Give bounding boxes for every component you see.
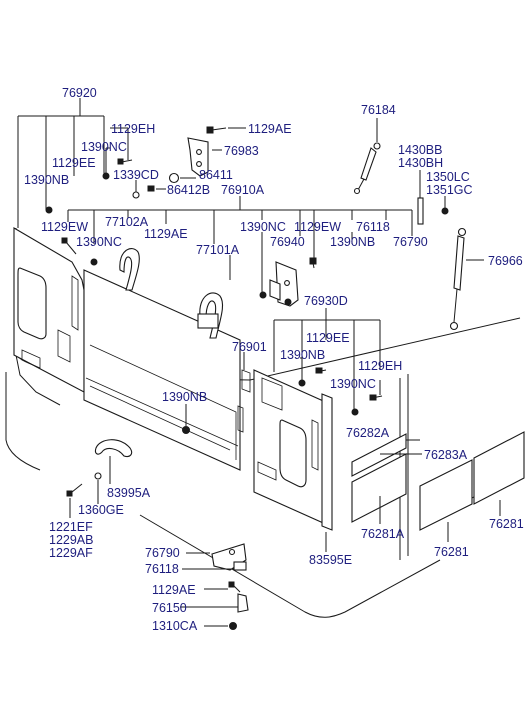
label-76118: 76118 [145,562,179,576]
label-1129AE: 1129AE [248,122,292,136]
label-1129EH: 1129EH [111,122,155,136]
label-83995A: 83995A [107,486,151,500]
label-1339CD: 1339CD [113,168,159,182]
label-1129EW: 1129EW [294,220,341,234]
label-1129AE: 1129AE [152,583,196,597]
label-1129EE: 1129EE [306,331,350,345]
label-1129EW: 1129EW [41,220,88,234]
gas-strut-76966 [449,227,467,331]
label-76790: 76790 [145,546,180,560]
label-86412B: 86412B [167,183,210,197]
label-76281: 76281 [434,545,469,559]
label-1430BB: 1430BB [398,143,442,157]
label-76930D: 76930D [304,294,348,308]
bracket-76983 [187,137,209,177]
label-77101A: 77101A [196,243,240,257]
striker-1430BB [417,197,424,225]
label-1390NC: 1390NC [81,140,127,154]
label-76118: 76118 [356,220,390,234]
label-76901: 76901 [232,340,267,354]
label-1390NB: 1390NB [280,348,325,362]
label-1390NC: 1390NC [76,235,122,249]
label-76282A: 76282A [346,426,390,440]
label-76281: 76281 [489,517,524,531]
label-76184: 76184 [361,103,396,117]
pads-76281 [419,431,525,531]
center-door-panel [83,269,244,471]
label-1390NC: 1390NC [240,220,286,234]
gas-strut-76184 [353,142,381,195]
label-1360GE: 1360GE [78,503,124,517]
label-77102A: 77102A [105,215,149,229]
label-76940: 76940 [270,235,305,249]
label-1129EE: 1129EE [52,156,96,170]
label-1430BH: 1430BH [398,156,443,170]
label-76150: 76150 [152,601,187,615]
part-labels: 76920 1129EH 1129AE 76184 1390NC 76983 1… [24,86,524,633]
label-1390NB: 1390NB [162,390,207,404]
leader-lines [17,98,501,627]
label-1351GC: 1351GC [426,183,473,197]
label-1390NC: 1390NC [330,377,376,391]
label-76910A: 76910A [221,183,265,197]
label-86411: 86411 [199,168,233,182]
stickers-76282A [351,433,407,523]
label-76790: 76790 [393,235,428,249]
fasteners [45,126,449,630]
label-1129EH: 1129EH [358,359,402,373]
label-76966: 76966 [488,254,523,268]
label-76920: 76920 [62,86,97,100]
door-handle-83995A [94,439,133,458]
right-door-panel [241,369,333,531]
label-1310CA: 1310CA [152,619,198,633]
label-1129AE: 1129AE [144,227,188,241]
label-1221EF: 1221EF [49,520,93,534]
bracket-76940 [269,261,299,307]
label-83595E: 83595E [309,553,352,567]
label-1350LC: 1350LC [426,170,470,184]
label-76281A: 76281A [361,527,405,541]
label-76983: 76983 [224,144,259,158]
label-1390NB: 1390NB [330,235,375,249]
left-door-panel [13,227,85,393]
label-1390NB: 1390NB [24,173,69,187]
label-76283A: 76283A [424,448,468,462]
hinge-straps [119,248,224,339]
label-1229AB: 1229AB [49,533,93,547]
label-1229AF: 1229AF [49,546,93,560]
